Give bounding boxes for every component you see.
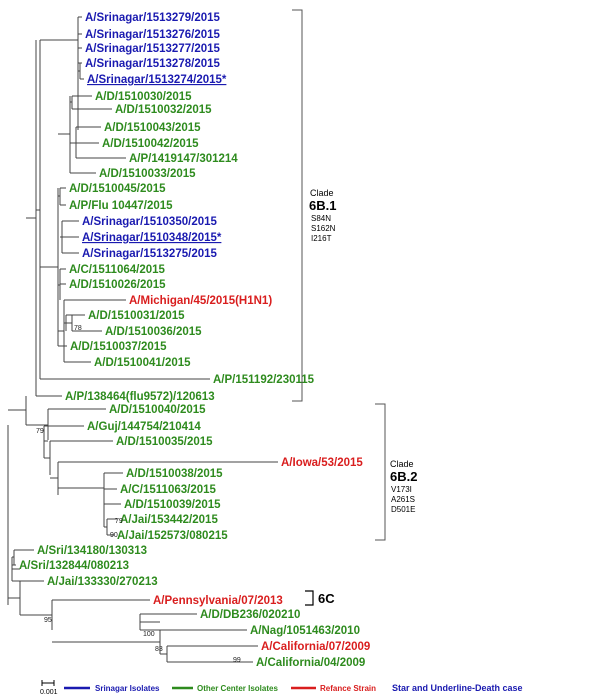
leaf-label: A/Nag/1051463/2010 <box>250 625 360 637</box>
bootstrap-value: 99 <box>233 657 241 664</box>
clade-6b1-mutation: S84N <box>311 214 331 223</box>
leaf-label: A/D/1510045/2015 <box>69 183 166 195</box>
legend-label-other: Other Center Isolates <box>197 684 278 693</box>
clade-6b2-bracket <box>375 403 386 541</box>
leaf-label: A/D/1510033/2015 <box>99 168 196 180</box>
leaf-label: A/D/1510036/2015 <box>105 326 202 338</box>
clade-6b2-mutation: A261S <box>391 495 415 504</box>
leaf-label: A/D/1510039/2015 <box>124 499 221 511</box>
leaf-label: A/Srinagar/1513275/2015 <box>82 248 218 260</box>
leaf-label: A/Iowa/53/2015 <box>281 457 363 469</box>
leaf-labels: A/Srinagar/1513279/2015A/Srinagar/151327… <box>19 12 370 669</box>
leaf-label: A/Michigan/45/2015(H1N1) <box>129 295 272 307</box>
clade-6c-name: 6C <box>318 591 335 606</box>
leaf-label: A/Srinagar/1510350/2015 <box>82 216 218 228</box>
scale-bar-label: 0.001 <box>40 689 58 696</box>
leaf-label: A/D/1510042/2015 <box>102 138 199 150</box>
clade-6b1-mutation: S162N <box>311 224 336 233</box>
leaf-label: A/Srinagar/1513277/2015 <box>85 43 221 55</box>
clade-6c: 6C <box>305 590 335 606</box>
leaf-label: A/P/151192/230115 <box>213 374 315 386</box>
scale-bar: 0.001 <box>40 680 58 696</box>
leaf-label: A/P/Flu 10447/2015 <box>69 200 173 212</box>
leaf-label: A/Srinagar/1513279/2015 <box>85 12 221 24</box>
bootstrap-value: 100 <box>143 631 155 638</box>
clade-6b1-name: 6B.1 <box>309 198 336 213</box>
leaf-label: A/Jai/152573/080215 <box>117 530 228 542</box>
leaf-label: A/Srinagar/1510348/2015* <box>82 232 222 244</box>
leaf-label: A/Sri/132844/080213 <box>19 560 129 572</box>
leaf-label: A/C/1511064/2015 <box>69 264 166 276</box>
leaf-label: A/D/1510030/2015 <box>95 91 192 103</box>
leaf-label: A/Guj/144754/210414 <box>87 421 201 433</box>
leaf-label: A/D/1510041/2015 <box>94 357 191 369</box>
bootstrap-value: 95 <box>44 617 52 624</box>
leaf-label: A/Pennsylvania/07/2013 <box>153 595 283 607</box>
leaf-label: A/D/1510043/2015 <box>104 122 201 134</box>
leaf-label: A/Jai/153442/2015 <box>120 514 218 526</box>
clade-6c-bracket <box>305 590 314 606</box>
tree-branches <box>7 16 278 663</box>
leaf-label: A/D/1510040/2015 <box>109 404 206 416</box>
leaf-label: A/P/138464(flu9572)/120613 <box>65 391 215 403</box>
clade-6b1-word: Clade <box>310 188 334 198</box>
leaf-label: A/Sri/134180/130313 <box>37 545 147 557</box>
legend-label-srinagar: Srinagar Isolates <box>95 684 160 693</box>
bootstrap-value: 90 <box>110 532 118 539</box>
leaf-label: A/C/1511063/2015 <box>120 484 217 496</box>
leaf-label: A/California/04/2009 <box>256 657 365 669</box>
clade-6b1-bracket <box>292 9 303 402</box>
bootstrap-value: 83 <box>155 646 163 653</box>
leaf-label: A/California/07/2009 <box>261 641 370 653</box>
bootstrap-value: 79 <box>115 518 123 525</box>
leaf-label: A/D/DB236/020210 <box>200 609 300 621</box>
clade-6b2: Clade 6B.2 V173I A261S D501E <box>375 403 417 541</box>
leaf-label: A/D/1510038/2015 <box>126 468 223 480</box>
clade-6b2-mutation: D501E <box>391 505 415 514</box>
clade-6b2-mutation: V173I <box>391 485 412 494</box>
clade-6b1-mutation: I216T <box>311 234 332 243</box>
leaf-label: A/Srinagar/1513274/2015* <box>87 74 227 86</box>
legend: Srinagar Isolates Other Center Isolates … <box>64 683 523 693</box>
legend-note: Star and Underline-Death case <box>392 683 523 693</box>
bootstrap-values: 78 79 79 90 95 100 83 99 <box>36 325 241 664</box>
leaf-label: A/D/1510035/2015 <box>116 436 213 448</box>
leaf-label: A/D/1510032/2015 <box>115 104 212 116</box>
leaf-label: A/Srinagar/1513278/2015 <box>85 58 221 70</box>
bootstrap-value: 79 <box>36 428 44 435</box>
scale-bar-line <box>41 680 55 686</box>
leaf-label: A/D/1510037/2015 <box>70 341 167 353</box>
leaf-label: A/Srinagar/1513276/2015 <box>85 29 221 41</box>
legend-label-reference: Refance Strain <box>320 684 376 693</box>
leaf-label: A/D/1510026/2015 <box>69 279 166 291</box>
leaf-label: A/P/1419147/301214 <box>129 153 238 165</box>
clade-6b2-word: Clade <box>390 459 414 469</box>
clade-6b2-name: 6B.2 <box>390 469 417 484</box>
bootstrap-value: 78 <box>74 325 82 332</box>
clade-6b1: Clade 6B.1 S84N S162N I216T <box>292 9 336 402</box>
leaf-label: A/D/1510031/2015 <box>88 310 185 322</box>
leaf-label: A/Jai/133330/270213 <box>47 576 158 588</box>
